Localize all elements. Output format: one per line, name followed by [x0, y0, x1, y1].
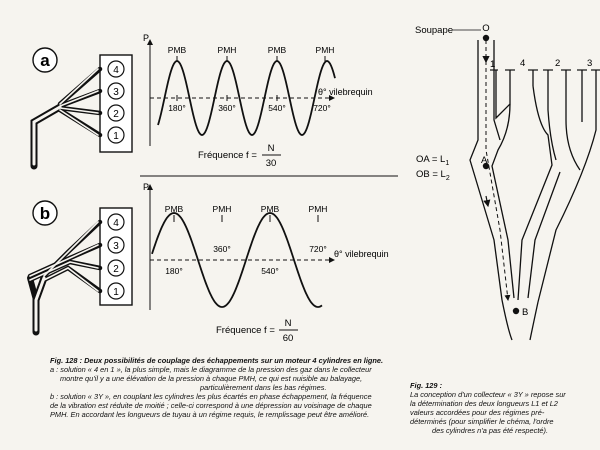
- freq-prefix-a: Fréquence f =: [198, 150, 257, 161]
- angle-label: 360°: [218, 103, 236, 113]
- axis-theta-a: θ° vilebrequin: [318, 87, 373, 97]
- angle-label: 180°: [165, 266, 183, 276]
- cyl-label: 3: [113, 87, 119, 98]
- caption-line: de la vibration est réduite de moitié ; …: [50, 401, 372, 410]
- cyl-label: 1: [113, 287, 119, 298]
- eq-oa: OA = L1: [416, 154, 449, 167]
- freq-num-a: N: [268, 143, 275, 154]
- cyl-label: 1: [113, 131, 119, 142]
- freq-den-a: 30: [266, 158, 277, 169]
- cylinder-2-a: [107, 104, 125, 122]
- panel-b: b 4 3 2 1 P: [27, 182, 389, 344]
- axis-theta-b: θ° vilebrequin: [334, 249, 389, 259]
- panel-b-label: b: [40, 204, 50, 223]
- point-o-marker: [482, 34, 490, 42]
- angle-label: 180°: [168, 103, 186, 113]
- point-o-label: O: [482, 23, 489, 34]
- cylinder-1-b: [107, 282, 125, 300]
- dead-center-label: PMB: [268, 45, 287, 55]
- cylinder-circles-b: 4 3 2 1: [107, 213, 125, 300]
- angle-label: 540°: [261, 266, 279, 276]
- dead-center-label: PMB: [168, 45, 187, 55]
- freq-num-b: N: [285, 318, 292, 329]
- caption-line: Fig. 129 :: [410, 381, 443, 390]
- angle-label: 540°: [268, 103, 286, 113]
- cyl-label: 4: [113, 65, 119, 76]
- angle-label: 720°: [313, 103, 331, 113]
- panel-a: a 4 3 2 1 P: [30, 33, 373, 170]
- eq-ob: OB = L2: [416, 169, 450, 182]
- pipe-label: 3: [587, 58, 592, 69]
- panel-b-badge: [32, 200, 58, 226]
- cylinder-4-a: [107, 60, 125, 78]
- pipe-label: 2: [555, 58, 560, 69]
- caption-line: des cylindres n'a pas été respecté).: [432, 426, 549, 435]
- point-b-label: B: [522, 307, 528, 318]
- pressure-curve-b: [151, 212, 323, 308]
- cyl-label: 2: [113, 264, 119, 275]
- caption-line: b : solution « 3Y », en couplant les cyl…: [50, 392, 372, 401]
- fig128-caption: Fig. 128 : Deux possibilités de couplage…: [50, 356, 402, 419]
- flow-path: [485, 40, 511, 301]
- dead-center-label: PMB: [261, 204, 280, 214]
- cylinder-4-b: [107, 213, 125, 231]
- point-a-marker: [482, 162, 490, 170]
- caption-line: valeurs accordées pour des régimes pré-: [410, 408, 545, 417]
- cylinder-circles-a: 4 3 2 1: [107, 60, 125, 144]
- cyl-label: 3: [113, 241, 119, 252]
- fig129-diagram: Soupape O: [415, 23, 600, 341]
- caption-line: montre qu'il y a une élévation de la pre…: [60, 374, 363, 383]
- cylinder-3-a: [107, 82, 125, 100]
- dead-center-label: PMH: [309, 204, 328, 214]
- pipe-label: 1: [490, 59, 495, 70]
- caption-line: déterminés (pour simplifier le chéma, l'…: [410, 417, 554, 426]
- cyl-label: 2: [113, 109, 119, 120]
- point-a-label: A: [481, 155, 488, 166]
- caption-line: particulièrement dans les bas régimes.: [200, 383, 327, 392]
- caption-line: PMH. En accordant les longueurs de tuyau…: [50, 410, 370, 419]
- cylinder-2-b: [107, 259, 125, 277]
- fig129-caption: Fig. 129 : La conception d'un collecteur…: [410, 381, 598, 435]
- axis-p-b: P: [143, 182, 149, 192]
- collector-walls: [469, 40, 597, 303]
- panel-a-badge: [32, 47, 58, 73]
- axis-p-a: P: [143, 33, 149, 43]
- freq-den-b: 60: [283, 333, 294, 344]
- pressure-curve-a: [157, 60, 336, 136]
- angle-label: 360°: [213, 244, 231, 254]
- cyl-label: 4: [113, 218, 119, 229]
- cylinder-3-b: [107, 236, 125, 254]
- dead-center-label: PMH: [316, 45, 335, 55]
- pipe-label: 4: [520, 58, 525, 69]
- caption-line: la détermination des deux longueurs L1 e…: [410, 399, 558, 408]
- exhaust-pipes-b: [27, 219, 103, 336]
- caption-line: a : solution « 4 en 1 », la plus simple,…: [50, 365, 372, 374]
- dead-center-label: PMB: [165, 204, 184, 214]
- caption-line: Fig. 128 : Deux possibilités de couplage…: [50, 356, 384, 365]
- freq-prefix-b: Fréquence f =: [216, 325, 275, 336]
- caption-line: La conception d'un collecteur « 3Y » rep…: [410, 390, 566, 399]
- angle-label: 720°: [309, 244, 327, 254]
- cylinder-1-a: [107, 126, 125, 144]
- dead-center-label: PMH: [213, 204, 232, 214]
- soupape-label: Soupape: [415, 25, 453, 36]
- panel-a-label: a: [40, 51, 50, 70]
- point-b-marker: [512, 307, 520, 315]
- dead-center-label: PMH: [218, 45, 237, 55]
